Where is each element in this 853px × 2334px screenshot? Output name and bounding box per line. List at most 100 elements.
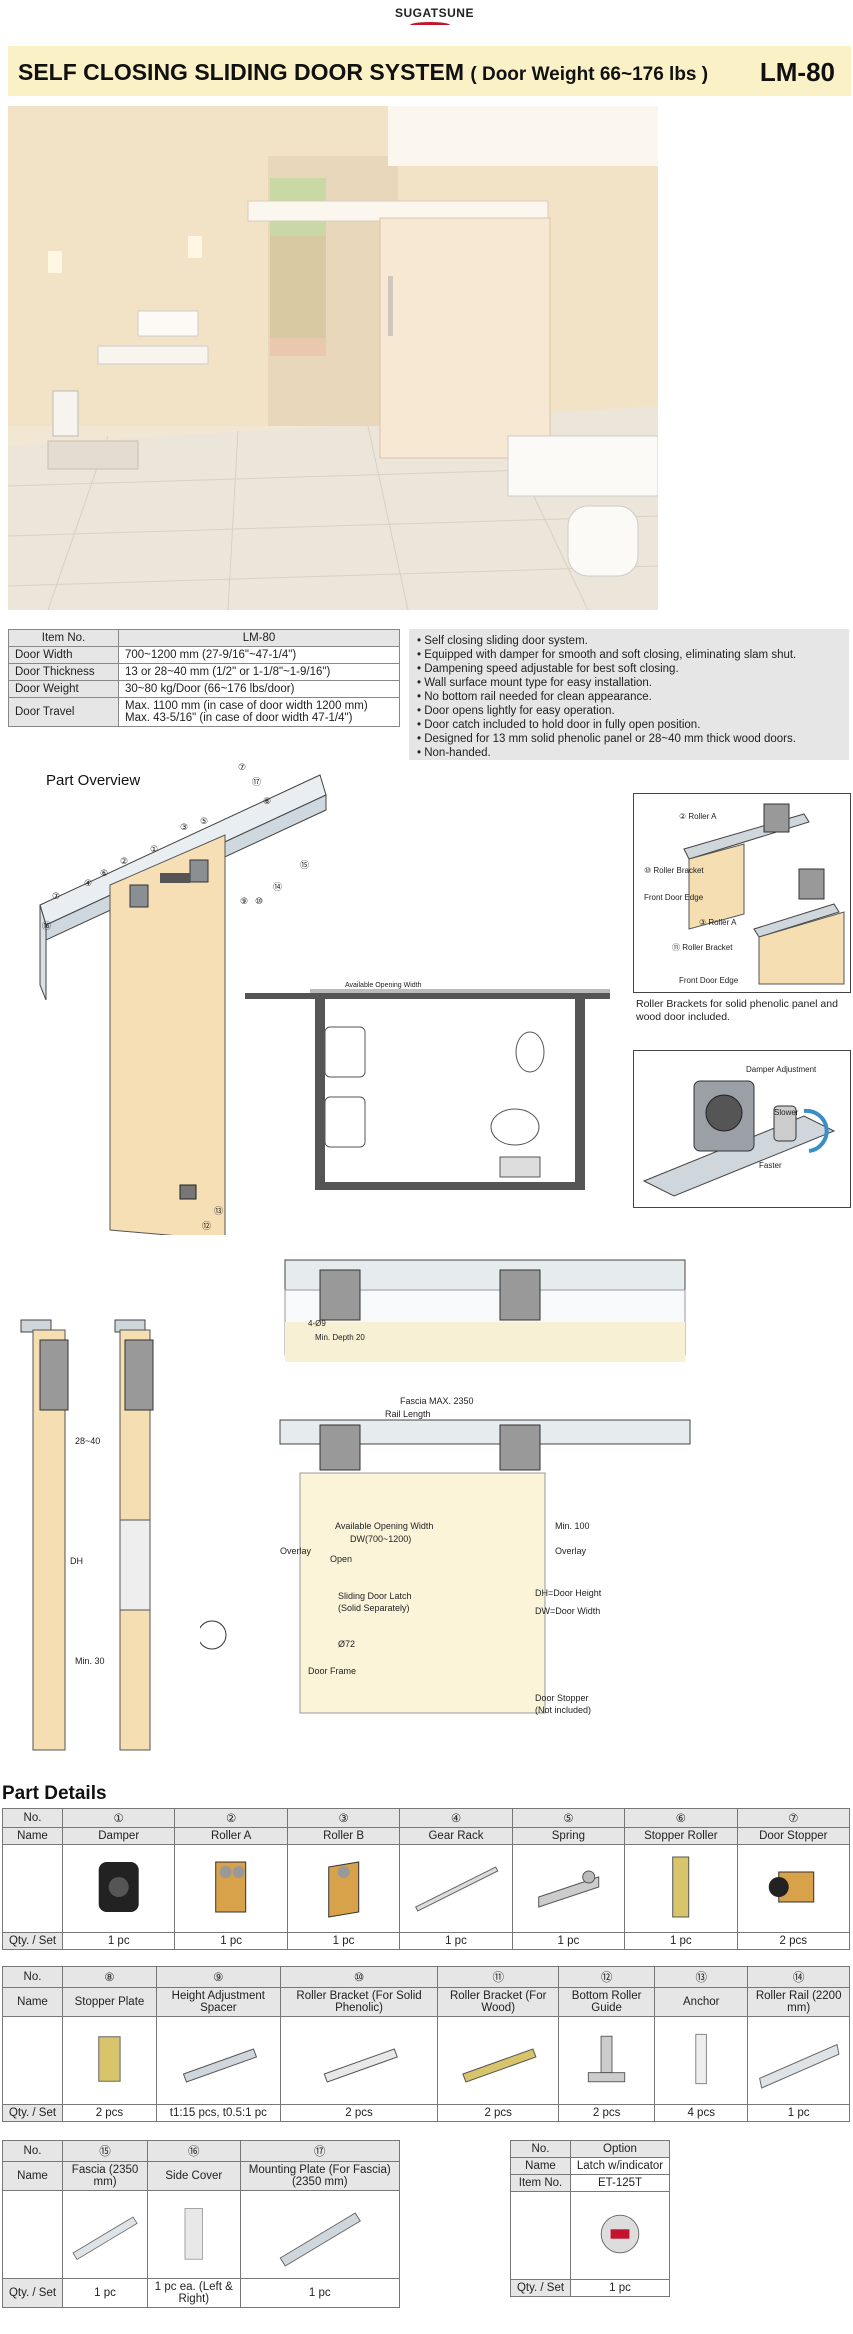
callout: ⑫ (202, 1221, 212, 1231)
qty-label: Qty. / Set (2, 1932, 63, 1950)
callout: ⑤ (200, 816, 209, 826)
callout: ⑮ (300, 860, 310, 870)
features-list: • Self closing sliding door system. • Eq… (409, 629, 849, 760)
no-label: No. (2, 1966, 63, 1988)
title-sub: ( Door Weight 66~176 lbs ) (470, 64, 709, 85)
name-label: Name (2, 1827, 63, 1845)
roller-bracket-icon (279, 2016, 439, 2105)
callout: ⑩ (255, 896, 264, 906)
floor-plan-drawing: Available Opening Width (245, 977, 613, 1202)
roller-rail-icon (747, 2016, 850, 2105)
roller-b-icon (286, 1844, 401, 1933)
side-section-drawings: 28~40 DH Min. 30 (15, 1245, 215, 1775)
dim-label: Min. Depth 20 (315, 1333, 365, 1342)
name-label: Name (510, 2157, 571, 2175)
part-qty: 2 pcs (558, 2104, 656, 2122)
part-no: ③ (286, 1808, 401, 1828)
part-no: ⑧ (62, 1966, 157, 1988)
damper-icon (61, 1844, 176, 1933)
spec-value: 700~1200 mm (27-9/16"~47-1/4") (118, 646, 400, 664)
part-name: Height Adjustment Spacer (155, 1987, 281, 2017)
roller-label: ⑪ Roller Bracket (672, 943, 733, 952)
overview-title: Part Overview (46, 772, 141, 789)
part-name: Mounting Plate (For Fascia) (2350 mm) (239, 2161, 400, 2191)
feature-item: • Wall surface mount type for easy insta… (417, 677, 652, 689)
item-no-label: Item No. (510, 2174, 571, 2192)
part-qty: 1 pc (239, 2278, 400, 2308)
sugatsune-logo: SUGATSUNE (395, 6, 473, 40)
spec-key: Door Width (8, 646, 119, 664)
spec-key: Door Thickness (8, 663, 119, 681)
dim-label: Rail Length (385, 1409, 431, 1419)
no-label: No. (2, 2140, 63, 2162)
dim-label: Door Stopper (535, 1693, 589, 1703)
callout: ⑬ (214, 1206, 224, 1216)
part-qty: 1 pc (747, 2104, 850, 2122)
part-no: ⑩ (279, 1966, 439, 1988)
callout: ② (120, 856, 129, 866)
door-stopper-icon (736, 1844, 851, 1933)
part-no: ⑨ (155, 1966, 281, 1988)
option-table: No. Option Name Latch w/indicator Item N… (510, 2140, 670, 2297)
title-main: SELF CLOSING SLIDING DOOR SYSTEM (18, 59, 464, 85)
dim-label: 4-Ø9 (308, 1319, 326, 1328)
part-name: Damper (61, 1827, 176, 1845)
dim-label: Min. 30 (75, 1656, 105, 1666)
part-name: Roller Bracket (For Solid Phenolic) (279, 1987, 439, 2017)
callout: ③ (180, 822, 189, 832)
feature-item: • Self closing sliding door system. (417, 635, 588, 647)
damper-label: Faster (759, 1161, 782, 1170)
roller-label: ⑩ Roller Bracket (644, 866, 704, 875)
part-no: ⑪ (437, 1966, 560, 1988)
callout: ④ (84, 878, 93, 888)
dim-label: Open (330, 1554, 353, 1564)
option-qty: 1 pc (570, 2279, 670, 2297)
part-no: ⑮ (61, 2140, 149, 2162)
no-label: No. (510, 2140, 571, 2158)
part-no: ⑥ (624, 1808, 738, 1828)
damper-label: Damper Adjustment (746, 1065, 817, 1074)
spec-value: 30~80 kg/Door (66~176 lbs/door) (118, 680, 400, 698)
spec-key: Door Travel (8, 697, 119, 727)
option-label: Option (570, 2140, 670, 2158)
parts-table-3: No. ⑮ ⑯ ⑰ Name Fascia (2350 mm) Side Cov… (2, 2140, 400, 2308)
dim-label: Min. 100 (555, 1521, 590, 1531)
roller-a-icon (174, 1844, 288, 1933)
stopper-plate-icon (62, 2016, 157, 2105)
spec-key: Door Weight (8, 680, 119, 698)
part-qty: 1 pc (399, 1932, 513, 1950)
damper-label: Slower (774, 1108, 799, 1117)
dim-label: DH (70, 1556, 83, 1566)
spec-value: 13 or 28~40 mm (1/2" or 1-1/8"~1-9/16") (118, 663, 400, 681)
part-name: Roller A (174, 1827, 288, 1845)
dim-label: Available Opening Width (335, 1521, 434, 1531)
dim-label: Ø72 (338, 1639, 356, 1649)
roller-bracket-detail: ② Roller A ⑩ Roller Bracket Front Door E… (633, 793, 851, 993)
roller-label: ③ Roller A (699, 918, 737, 927)
part-qty: 1 pc (174, 1932, 288, 1950)
part-qty: 4 pcs (654, 2104, 749, 2122)
part-qty: 1 pc (61, 2278, 149, 2308)
part-name: Door Stopper (736, 1827, 851, 1845)
part-no: ⑯ (147, 2140, 241, 2162)
dim-label: 28~40 (75, 1436, 101, 1446)
dim-label: (Not included) (535, 1705, 592, 1715)
latch-icon (570, 2191, 670, 2280)
bottom-roller-guide-icon (558, 2016, 656, 2105)
parts-title: Part Details (2, 1783, 107, 1804)
feature-item: • Designed for 13 mm solid phenolic pane… (417, 733, 796, 745)
dim-label: DW=Door Width (535, 1606, 601, 1616)
side-cover-icon (147, 2190, 241, 2279)
mounting-plate-icon (239, 2190, 400, 2279)
name-label: Name (2, 1987, 63, 2017)
spec-item-value: LM-80 (118, 629, 400, 647)
part-no: ⑤ (511, 1808, 626, 1828)
dim-label: Overlay (280, 1546, 312, 1556)
qty-label: Qty. / Set (2, 2104, 63, 2122)
roller-label: Front Door Edge (679, 976, 739, 985)
part-name: Bottom Roller Guide (558, 1987, 656, 2017)
feature-item: • Door opens lightly for easy operation. (417, 705, 615, 717)
parts-table-1: No. ① ② ③ ④ ⑤ ⑥ ⑦ Name Damper Roller A R… (2, 1808, 851, 1950)
roller-bracket-wood-icon (437, 2016, 560, 2105)
exploded-view-drawing: ⑦ ⑰ ⑧ ⑤ ③ ① ② ⑥ ④ ⑦ ⑯ ⑮ ⑭ ⑩ ⑨ ⑬ ⑫ (30, 755, 330, 1241)
